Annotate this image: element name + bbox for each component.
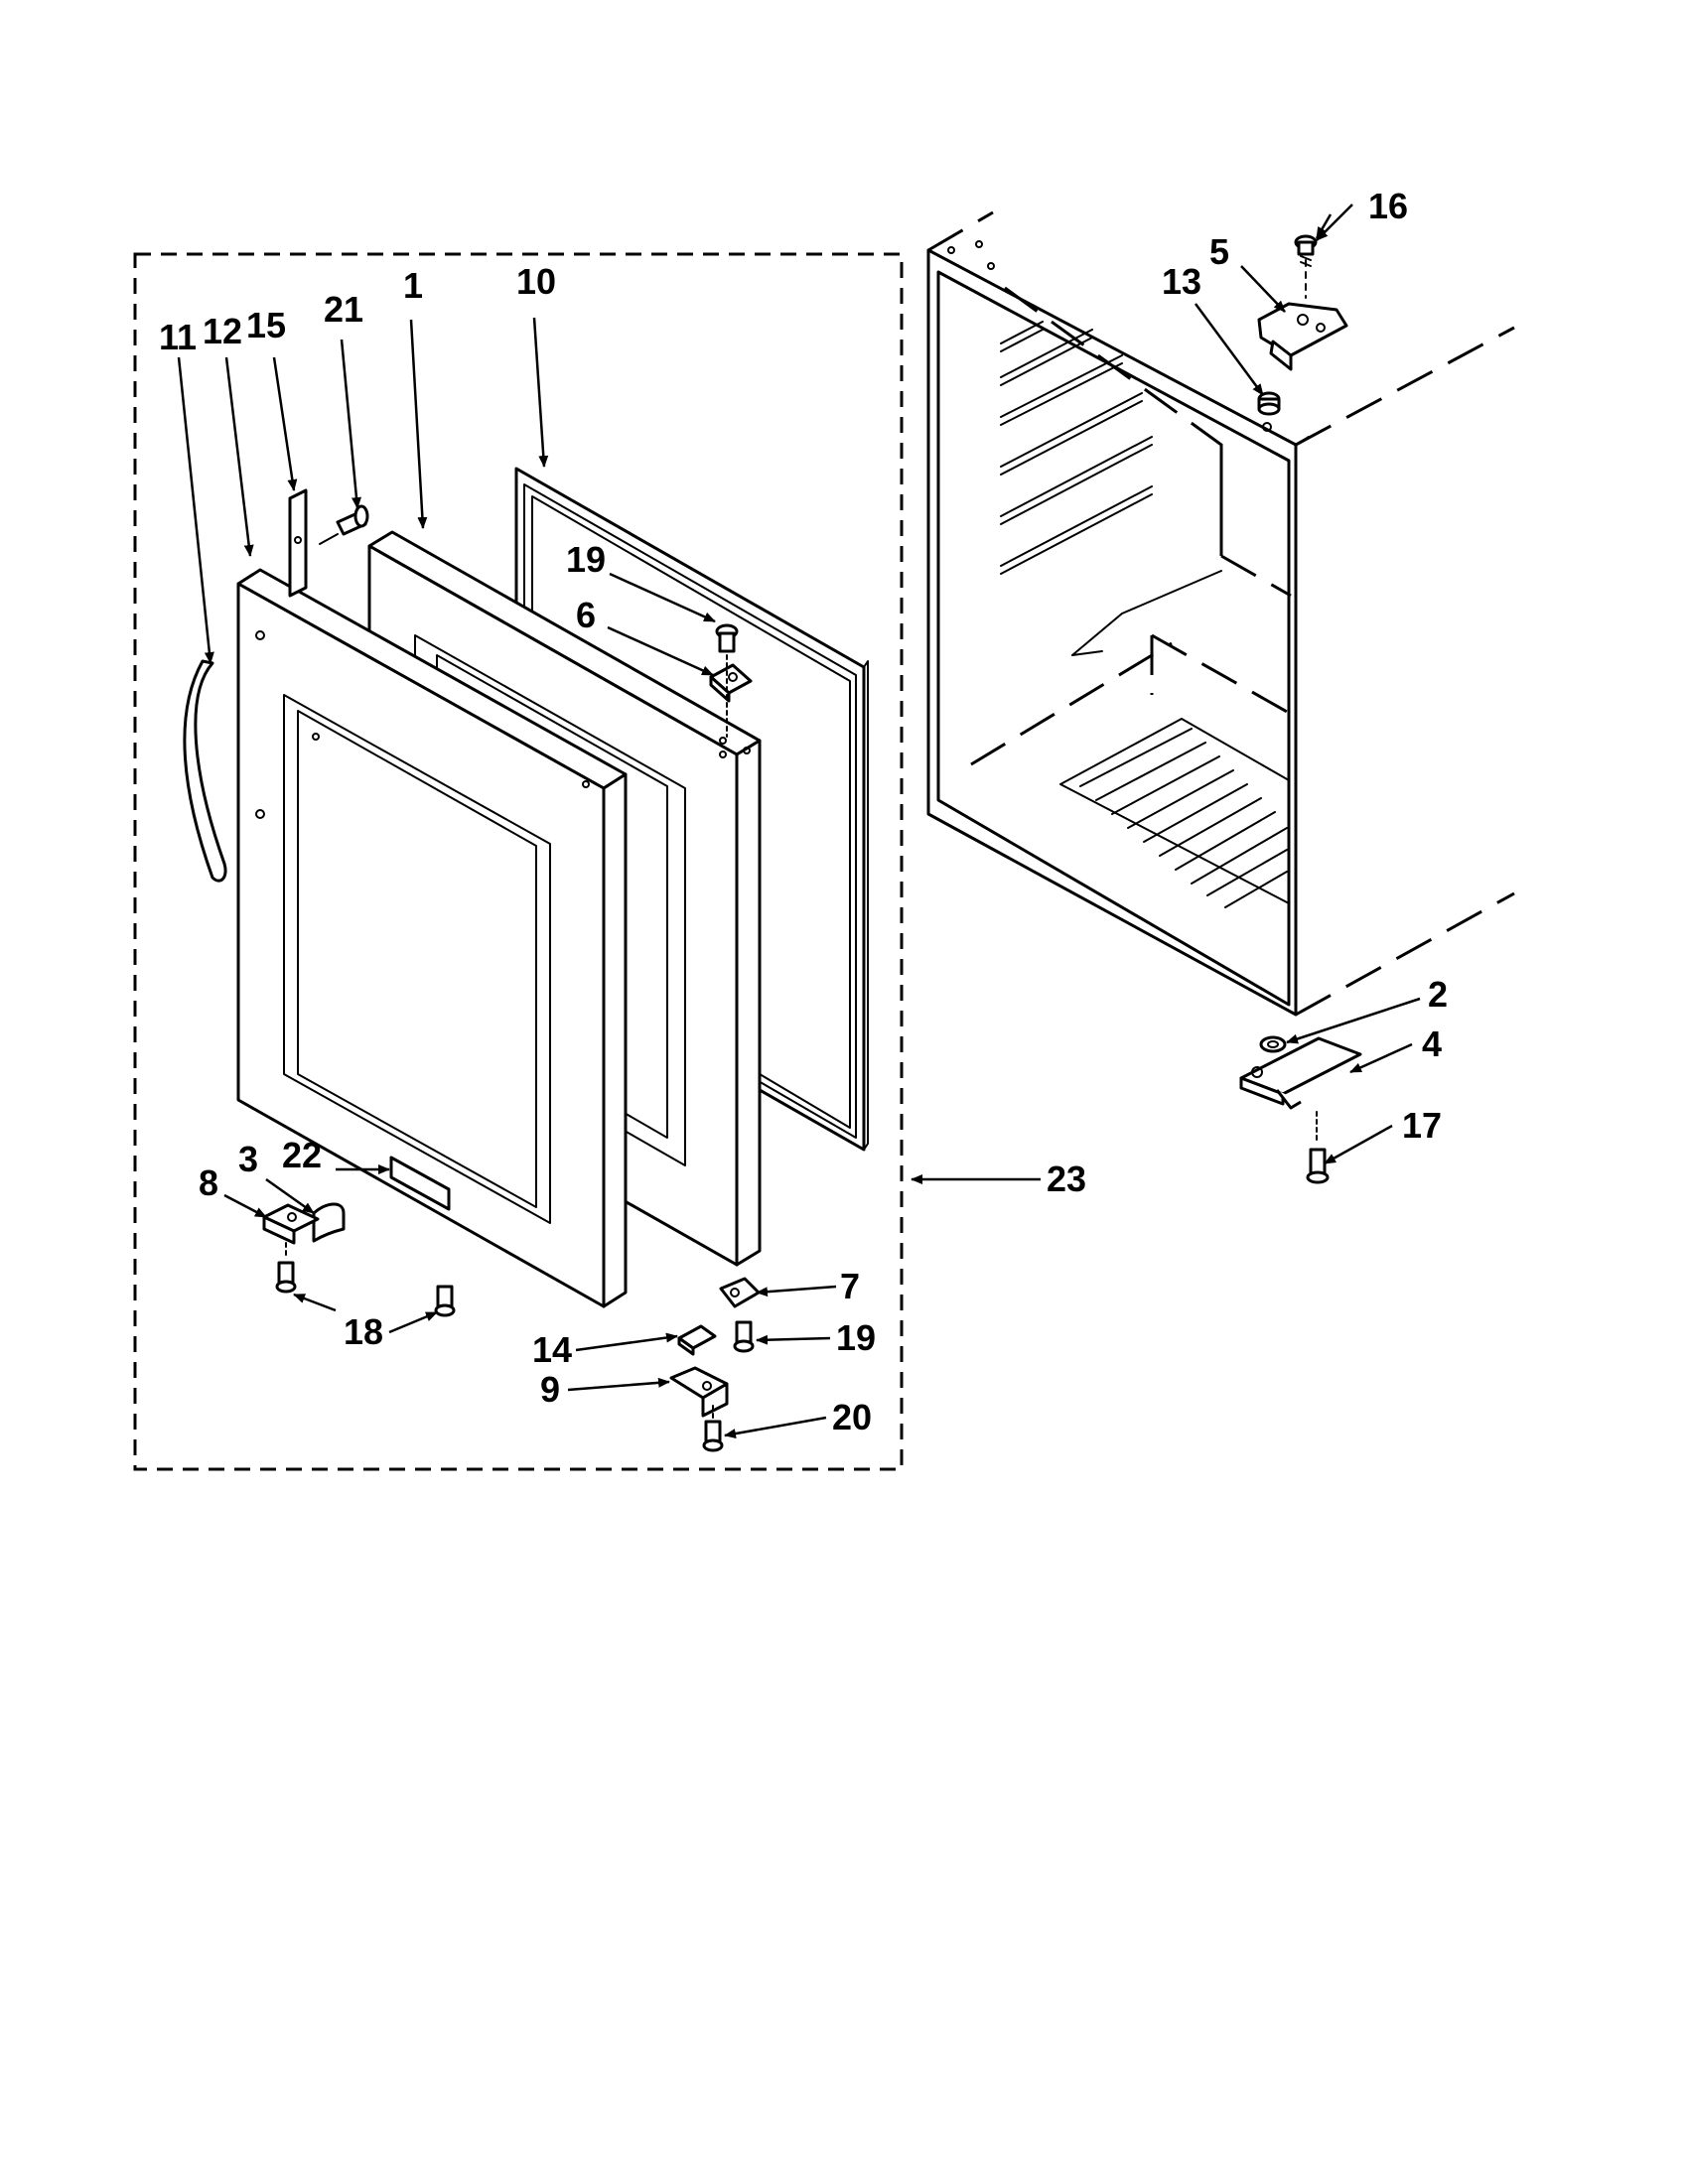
callout-19-top: 19 bbox=[566, 539, 606, 580]
cabinet-side-vents bbox=[1000, 321, 1153, 575]
top-hinge-group bbox=[1257, 234, 1348, 416]
callout-1: 1 bbox=[403, 265, 423, 306]
screw-18-right-icon bbox=[434, 1285, 456, 1317]
shim-14-icon bbox=[677, 1324, 717, 1356]
callout-20: 20 bbox=[832, 1397, 872, 1437]
callout-2: 2 bbox=[1428, 974, 1448, 1015]
screw-20-icon bbox=[702, 1405, 724, 1452]
screw-21-icon bbox=[319, 504, 369, 545]
callout-22: 22 bbox=[282, 1135, 322, 1175]
callout-11: 11 bbox=[159, 317, 197, 357]
callout-12: 12 bbox=[203, 311, 242, 351]
outer-door-frame-12 bbox=[236, 568, 628, 1308]
cabinet-floor-grille bbox=[1059, 718, 1290, 908]
screw-17-icon bbox=[1306, 1111, 1330, 1184]
door-assembly-boundary bbox=[133, 252, 904, 1471]
callout-14: 14 bbox=[532, 1329, 572, 1370]
screw-19-top-icon bbox=[715, 623, 739, 738]
washer-2-icon bbox=[1259, 1035, 1287, 1053]
callout-19-bottom: 19 bbox=[836, 1317, 876, 1358]
trim-strip-15-icon bbox=[288, 488, 308, 598]
callout-13: 13 bbox=[1162, 261, 1201, 302]
door-handle-11-icon bbox=[183, 659, 227, 883]
top-hinge-bracket-5-icon bbox=[1257, 302, 1348, 371]
callout-10: 10 bbox=[516, 261, 556, 302]
callout-7: 7 bbox=[840, 1266, 860, 1306]
callout-23: 23 bbox=[1047, 1159, 1086, 1199]
top-door-hinge-6-icon bbox=[709, 663, 753, 703]
hinge-bracket-9-icon bbox=[669, 1366, 729, 1418]
callout-3: 3 bbox=[238, 1139, 258, 1179]
callout-17: 17 bbox=[1402, 1105, 1442, 1146]
hinge-spacer-13-icon bbox=[1257, 391, 1281, 416]
callout-5: 5 bbox=[1209, 231, 1229, 272]
callout-8: 8 bbox=[199, 1162, 218, 1203]
callout-6: 6 bbox=[576, 595, 596, 635]
screw-16-icon bbox=[1294, 234, 1318, 267]
callout-labels: 11 12 15 21 1 10 19 6 16 5 13 2 4 17 23 … bbox=[159, 186, 1448, 1437]
badge-22-icon bbox=[389, 1156, 451, 1211]
cabinet-body bbox=[926, 210, 1515, 1017]
callout-18: 18 bbox=[344, 1311, 383, 1352]
callout-16: 16 bbox=[1368, 186, 1408, 226]
callout-4: 4 bbox=[1422, 1024, 1442, 1064]
bottom-hinge-group bbox=[1239, 1035, 1362, 1184]
callout-21: 21 bbox=[324, 289, 363, 330]
hinge-plate-7-icon bbox=[719, 1277, 761, 1308]
bottom-hinge-4-icon bbox=[1239, 1036, 1362, 1110]
door-stop-3-icon bbox=[312, 1202, 346, 1243]
screw-19-bottom-icon bbox=[733, 1320, 755, 1353]
leader-lines bbox=[177, 204, 1421, 1439]
door-closer-8-icon bbox=[262, 1203, 320, 1245]
callout-9: 9 bbox=[540, 1369, 560, 1410]
callout-15: 15 bbox=[246, 305, 286, 345]
screw-18-left-icon bbox=[275, 1242, 297, 1294]
